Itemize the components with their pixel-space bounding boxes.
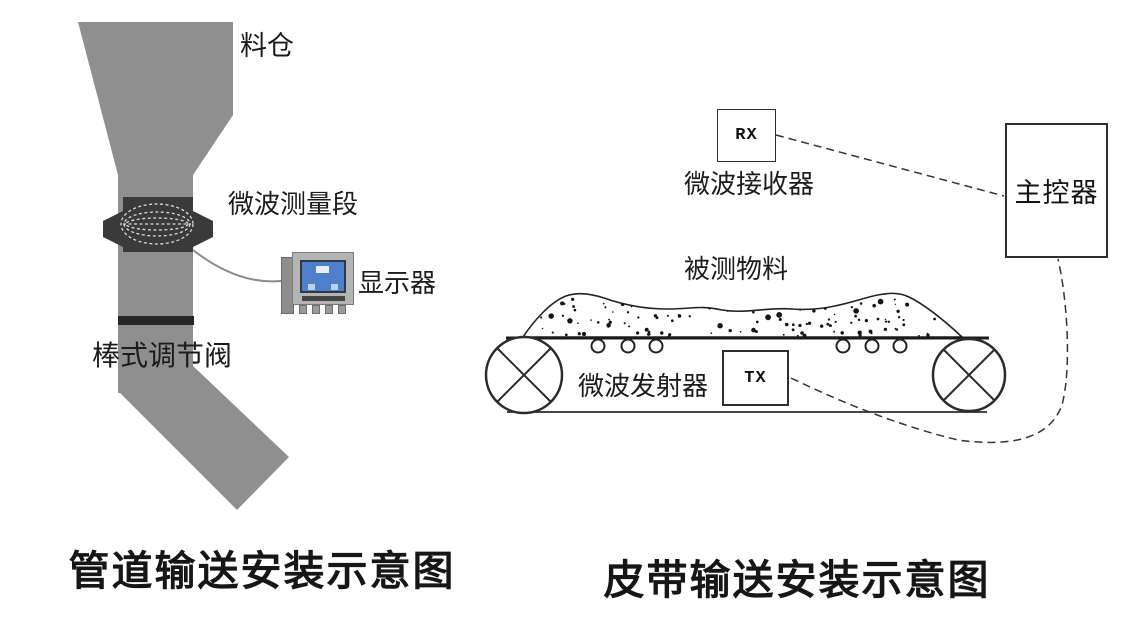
label-display: 显示器 xyxy=(358,268,437,298)
caption-belt: 皮带输送安装示意图 xyxy=(603,557,991,603)
label-transmitter: 微波发射器 xyxy=(578,371,709,401)
material-mound-shape xyxy=(521,292,965,338)
screen-indicator xyxy=(308,284,315,290)
label-hopper: 料仓 xyxy=(240,31,294,61)
belt-roller xyxy=(620,338,636,354)
belt-roller xyxy=(892,338,908,354)
label-measure-section: 微波测量段 xyxy=(228,189,359,219)
display-screen xyxy=(300,260,346,293)
label-receiver: 微波接收器 xyxy=(684,169,815,199)
rx-controller-dashed-line xyxy=(775,134,1005,197)
left-pulley xyxy=(484,335,564,415)
tx-box: TX xyxy=(722,350,789,406)
caption-pipeline: 管道输送安装示意图 xyxy=(68,548,456,594)
belt-roller xyxy=(864,338,880,354)
controller-box: 主控器 xyxy=(1005,123,1108,258)
belt-roller xyxy=(648,338,664,354)
valve-band-shape xyxy=(118,316,194,325)
label-material: 被测物料 xyxy=(684,254,789,284)
belt-roller xyxy=(590,338,606,354)
tx-controller-dashed-line xyxy=(790,258,1069,444)
display-cable-line xyxy=(192,249,282,283)
screen-indicator xyxy=(331,284,338,290)
label-valve: 棒式调节阀 xyxy=(92,340,233,371)
right-pulley xyxy=(931,337,1007,413)
display-connectors xyxy=(299,305,351,314)
belt-roller xyxy=(835,338,851,354)
rx-box: RX xyxy=(717,109,776,162)
screen-readout xyxy=(316,266,329,273)
belt-rollers xyxy=(590,338,908,354)
display-slot xyxy=(302,296,345,301)
antenna-ellipse xyxy=(120,203,194,245)
pipe-bend-shape xyxy=(120,366,289,510)
display-device xyxy=(281,252,355,320)
display-front-panel xyxy=(292,252,354,305)
